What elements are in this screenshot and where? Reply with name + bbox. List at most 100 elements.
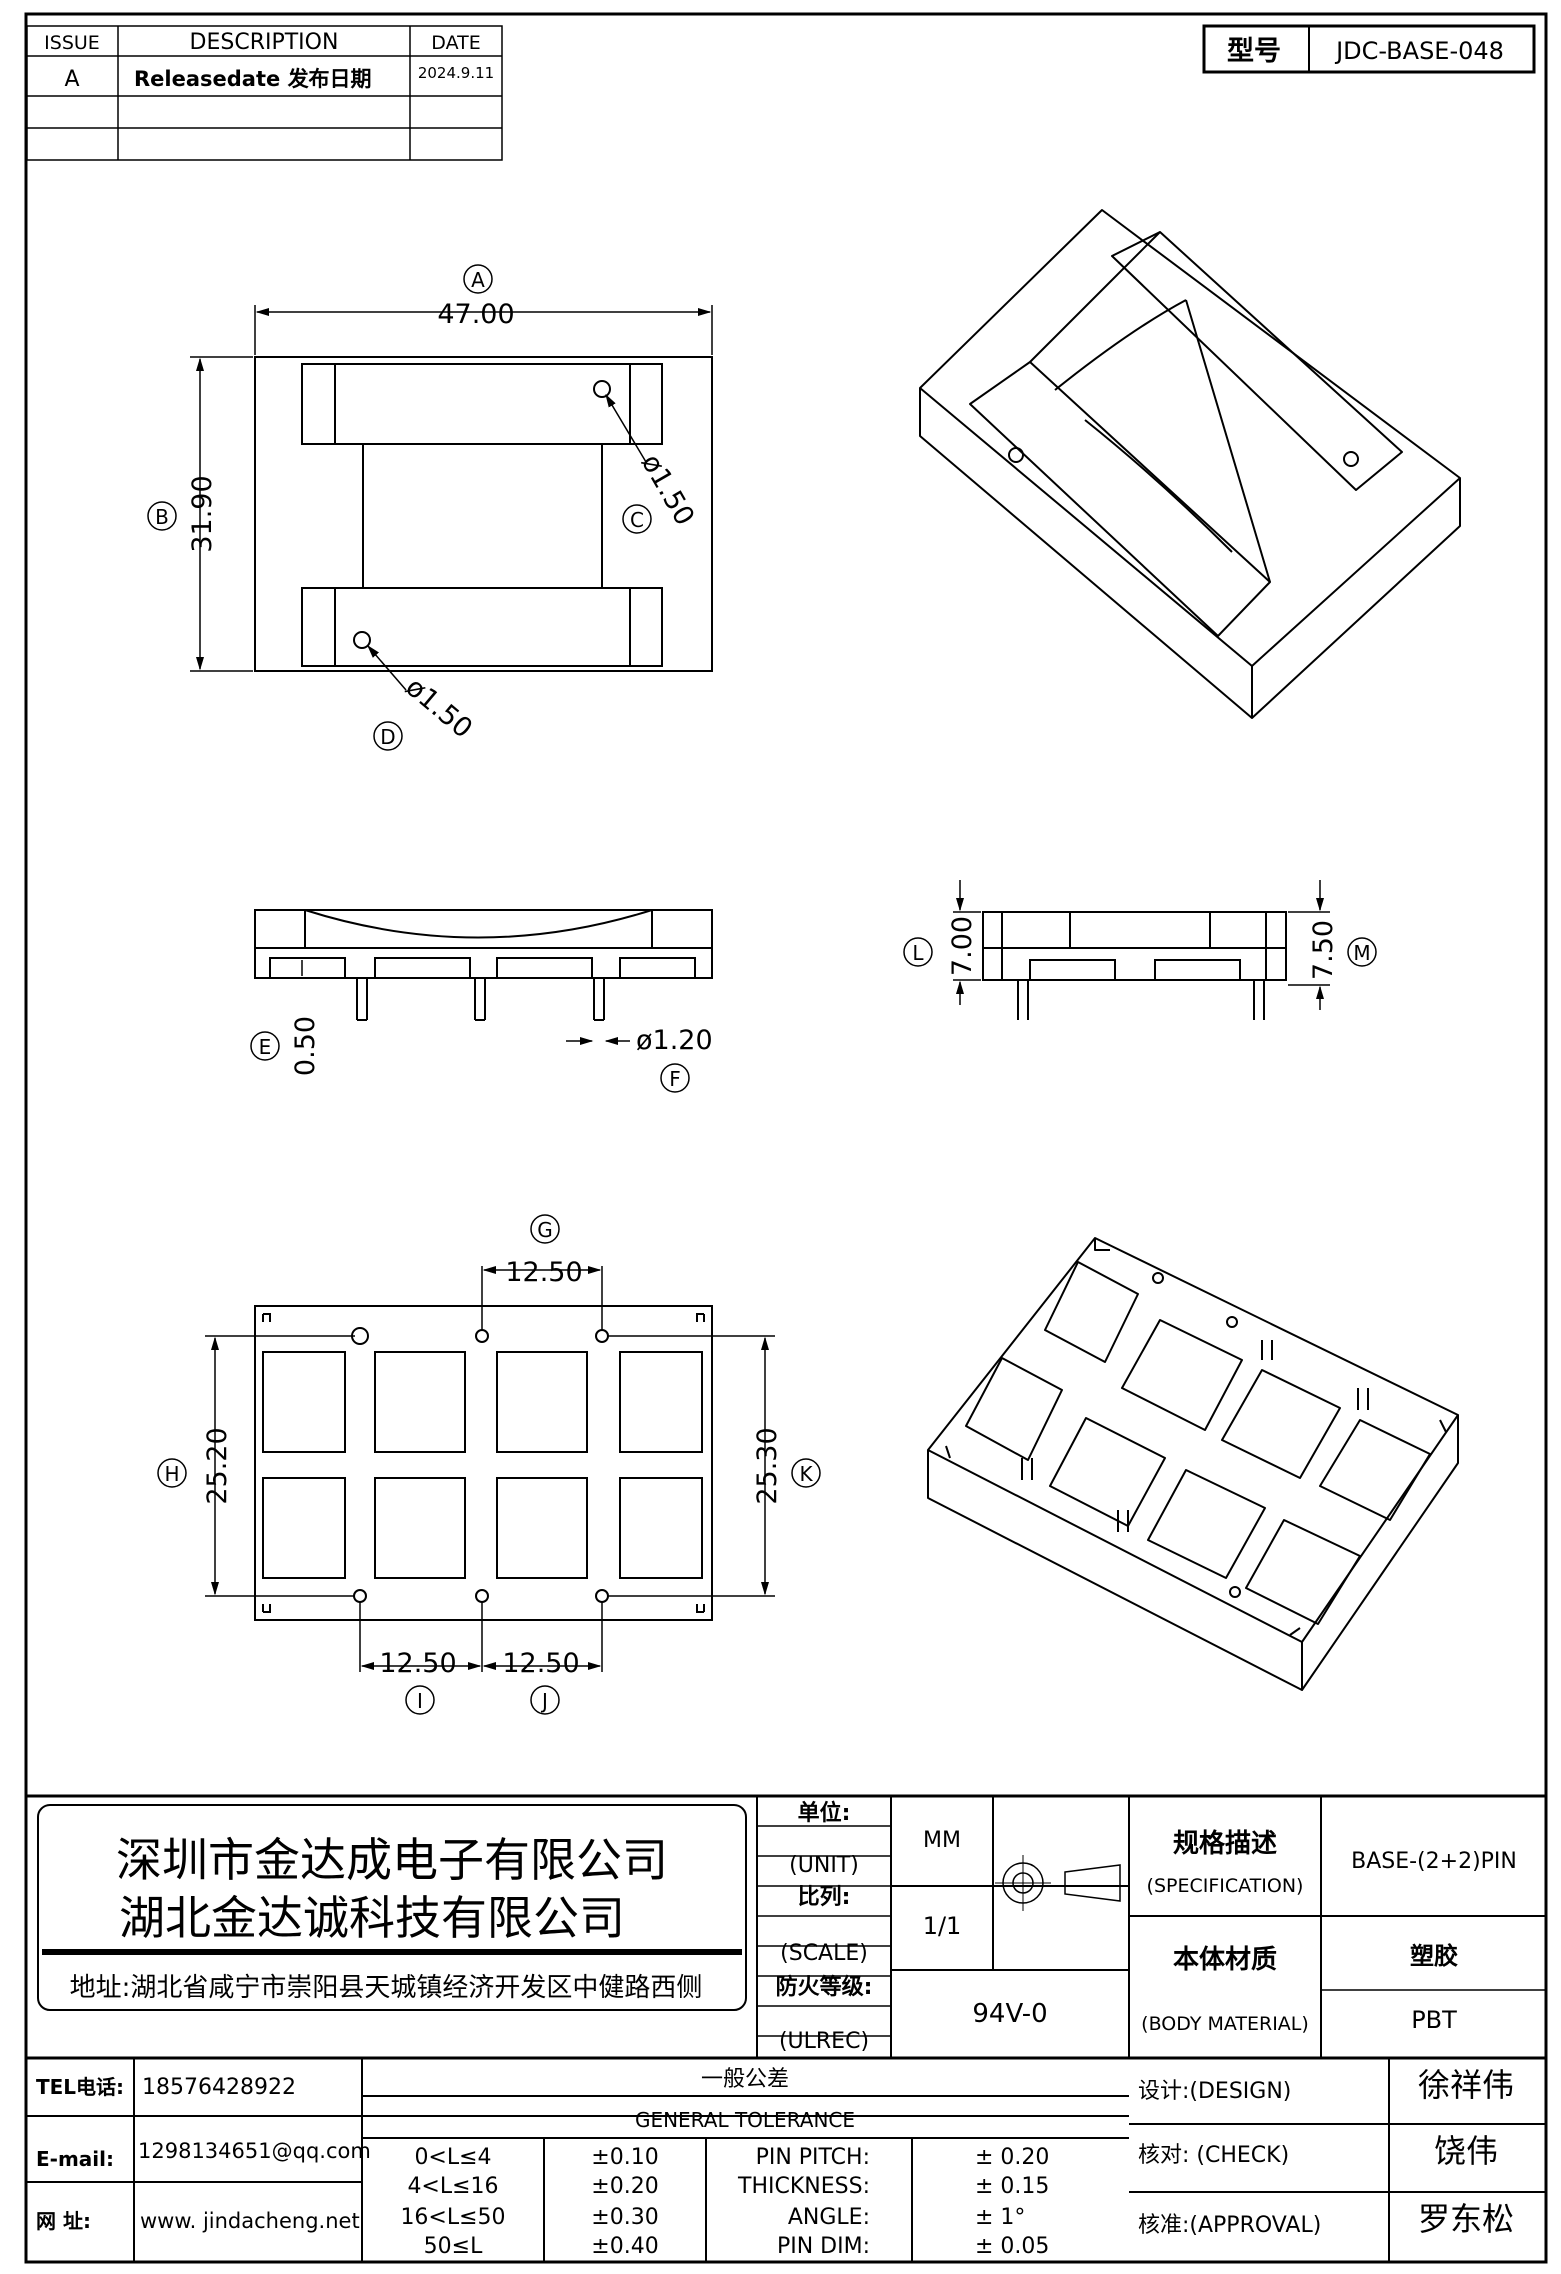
dim-a-tag: A: [471, 268, 485, 292]
tel-value: 18576428922: [142, 2075, 296, 2100]
design-value: 徐祥伟: [1418, 2066, 1514, 2104]
dim-h: [157, 1335, 355, 1597]
spec-label-cn: 规格描述: [1173, 1828, 1277, 1859]
dim-e-value: 0.50: [290, 1016, 321, 1076]
web-value: www. jindacheng.net: [140, 2209, 360, 2233]
spec-value: BASE-(2+2)PIN: [1351, 1849, 1517, 1874]
tol-item-value-1: ± 0.20: [975, 2145, 1049, 2170]
dim-f: [566, 1036, 690, 1093]
dim-f-tag: F: [669, 1067, 681, 1091]
revision-table: [26, 25, 503, 161]
spec-label-en: (SPECIFICATION): [1147, 1875, 1304, 1897]
tolerance-title-en: GENERAL TOLERANCE: [635, 2108, 855, 2132]
top-view: [254, 356, 713, 672]
dim-h-value: 25.20: [202, 1427, 233, 1504]
tolerance-title-cn: 一般公差: [701, 2067, 789, 2092]
rev-row-date: 2024.9.11: [418, 64, 494, 82]
dim-j-tag: J: [540, 1689, 548, 1713]
iso-top-view: [919, 209, 1461, 719]
dim-b-tag: B: [155, 505, 169, 529]
rev-header-issue: ISSUE: [44, 32, 100, 54]
tol-item-3: ANGLE:: [788, 2205, 870, 2230]
dim-b-value: 31.90: [187, 475, 218, 552]
dim-l: [903, 880, 981, 1005]
web-label: 网 址:: [36, 2209, 91, 2233]
email-value: 1298134651@qq.com: [138, 2139, 371, 2163]
approval-value: 罗东松: [1418, 2200, 1514, 2238]
material-value-cn: 塑胶: [1410, 1942, 1458, 1970]
dim-g-value: 12.50: [505, 1257, 582, 1288]
dim-d: [367, 644, 407, 751]
tol-value-2: ±0.20: [591, 2174, 658, 2199]
tol-item-value-4: ± 0.05: [975, 2234, 1049, 2259]
scale-label-cn: 比列:: [798, 1885, 851, 1910]
dim-a: [254, 264, 713, 355]
model-value: JDC-BASE-048: [1334, 37, 1504, 65]
dim-m-value: 7.50: [1308, 920, 1339, 980]
dim-l-tag: L: [912, 941, 924, 965]
company-name-2: 湖北金达诚科技有限公司: [119, 1891, 625, 1945]
dim-c-value: ø1.50: [635, 449, 700, 531]
ulrec-value: 94V-0: [972, 1999, 1047, 2029]
side-view: [254, 909, 713, 1021]
tol-range-4: 50≤L: [424, 2234, 483, 2259]
dim-m-tag: M: [1353, 941, 1370, 965]
iso-bottom-view: [927, 1237, 1459, 1691]
rev-header-description: DESCRIPTION: [190, 30, 339, 55]
dim-l-value: 7.00: [947, 916, 978, 976]
tol-range-2: 4<L≤16: [407, 2174, 498, 2199]
dim-e-tag: E: [259, 1035, 272, 1059]
dim-i-j: [359, 1602, 603, 1715]
dim-d-value: ø1.50: [400, 672, 479, 745]
tol-item-value-3: ± 1°: [975, 2205, 1025, 2230]
tol-range-1: 0<L≤4: [414, 2145, 491, 2170]
tol-value-4: ±0.40: [591, 2234, 658, 2259]
email-label: E-mail:: [36, 2147, 114, 2171]
tol-item-1: PIN PITCH:: [756, 2145, 870, 2170]
dim-f-value: ø1.20: [636, 1025, 713, 1056]
ulrec-label-cn: 防火等级:: [776, 1974, 873, 2000]
material-value-en: PBT: [1411, 2006, 1457, 2034]
dim-d-tag: D: [380, 725, 395, 749]
dim-i-value: 12.50: [379, 1648, 456, 1679]
material-label-cn: 本体材质: [1173, 1945, 1277, 1975]
dim-k-tag: K: [799, 1462, 813, 1486]
tol-value-3: ±0.30: [591, 2205, 658, 2230]
dim-k: [607, 1335, 821, 1597]
material-label-en: (BODY MATERIAL): [1141, 2013, 1309, 2035]
approval-label: 核准:(APPROVAL): [1138, 2213, 1321, 2238]
scale-label-en: (SCALE): [780, 1941, 868, 1966]
sheet-border: [24, 12, 1548, 2264]
dim-e: [250, 960, 303, 1061]
dim-g: [481, 1214, 603, 1330]
scale-value: 1/1: [923, 1912, 962, 1940]
ulrec-label-en: (ULREC): [779, 2029, 869, 2054]
unit-label-en: (UNIT): [789, 1853, 859, 1878]
dim-c: [605, 393, 652, 534]
unit-label-cn: 单位:: [798, 1800, 851, 1826]
tol-range-3: 16<L≤50: [400, 2205, 505, 2230]
dim-k-value: 25.30: [752, 1427, 783, 1504]
bottom-view: [254, 1305, 713, 1621]
rev-header-date: DATE: [431, 32, 480, 54]
dim-b: [147, 356, 253, 672]
dim-j-value: 12.50: [502, 1648, 579, 1679]
tel-label: TEL电话:: [36, 2075, 124, 2099]
dim-i-tag: I: [417, 1689, 423, 1713]
tol-item-2: THICKNESS:: [737, 2174, 870, 2199]
check-label: 核对: (CHECK): [1138, 2143, 1289, 2168]
model-box: [1202, 24, 1536, 74]
title-block-lines: [26, 1794, 1546, 2262]
model-label: 型号: [1227, 36, 1281, 67]
company-name-1: 深圳市金达成电子有限公司: [116, 1833, 668, 1887]
tol-item-4: PIN DIM:: [777, 2234, 870, 2259]
tol-item-value-2: ± 0.15: [975, 2174, 1049, 2199]
dim-m: [1288, 880, 1377, 1010]
rev-row-description: Releasedate 发布日期: [134, 67, 372, 91]
tol-value-1: ±0.10: [591, 2145, 658, 2170]
dim-a-value: 47.00: [437, 299, 514, 330]
front-view: [982, 911, 1287, 1020]
company-address: 地址:湖北省咸宁市崇阳县天城镇经济开发区中健路西侧: [70, 1973, 703, 2003]
unit-value: MM: [923, 1828, 961, 1853]
